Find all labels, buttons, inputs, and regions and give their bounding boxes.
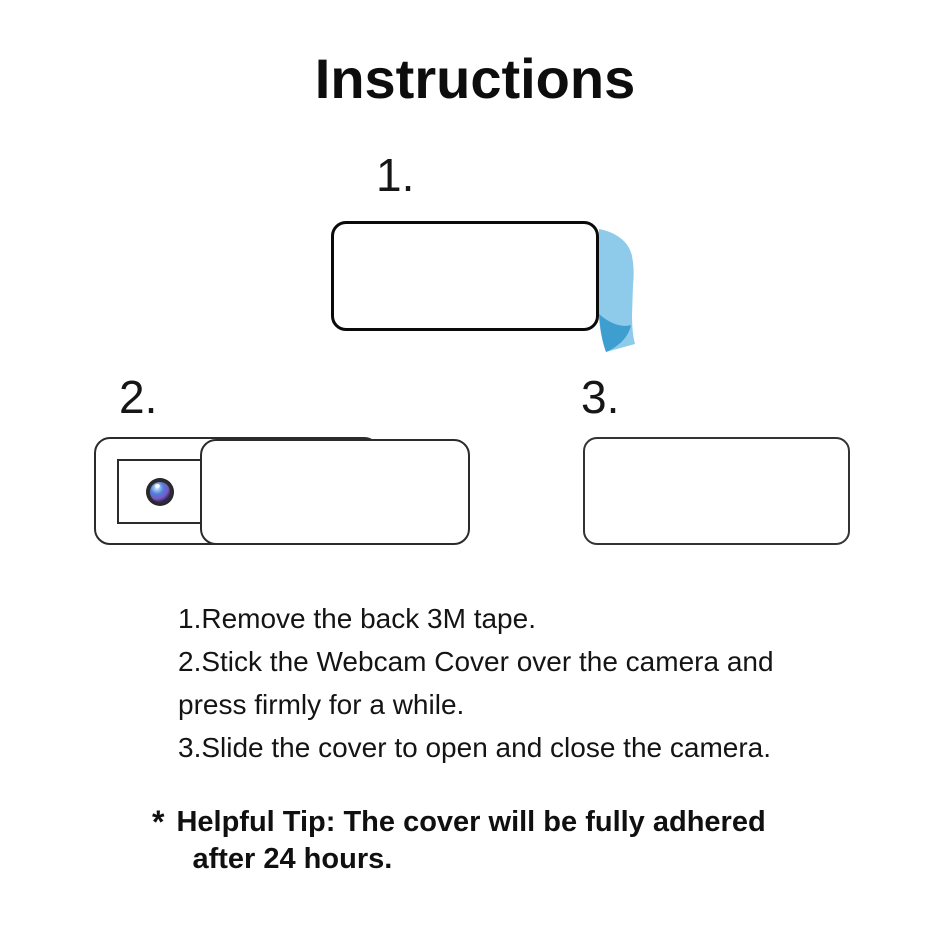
helpful-tip-text: Helpful Tip: The cover will be fully adh… (176, 804, 765, 878)
instruction-line-3: press firmly for a while. (178, 689, 465, 720)
instruction-text: 1.Remove the back 3M tape. 2.Stick the W… (178, 597, 774, 769)
adhesive-tape-illustration (599, 229, 635, 352)
tip-line-2: after 24 hours. (192, 843, 393, 875)
instruction-line-1: 1.Remove the back 3M tape. (178, 603, 536, 634)
asterisk-marker: * (152, 804, 165, 840)
step-1-label: 1. (376, 149, 415, 201)
step-2-label: 2. (119, 371, 158, 423)
page-title: Instructions (314, 47, 636, 110)
instruction-line-4: 3.Slide the cover to open and close the … (178, 732, 772, 763)
step-3-label: 3. (581, 371, 620, 423)
instruction-line-2: 2.Stick the Webcam Cover over the camera… (178, 646, 774, 677)
camera-lens-icon (146, 478, 174, 506)
camera-lens-glint (155, 484, 160, 488)
tip-line-1: Helpful Tip: The cover will be fully adh… (176, 806, 766, 838)
figure-cover-with-tape (331, 221, 599, 331)
cover-slider (200, 439, 470, 545)
helpful-tip: * Helpful Tip: The cover will be fully a… (152, 804, 766, 878)
figure-cover-closed (583, 437, 850, 545)
camera-lens-iris (150, 482, 170, 502)
tape-underside-curl (599, 314, 631, 352)
